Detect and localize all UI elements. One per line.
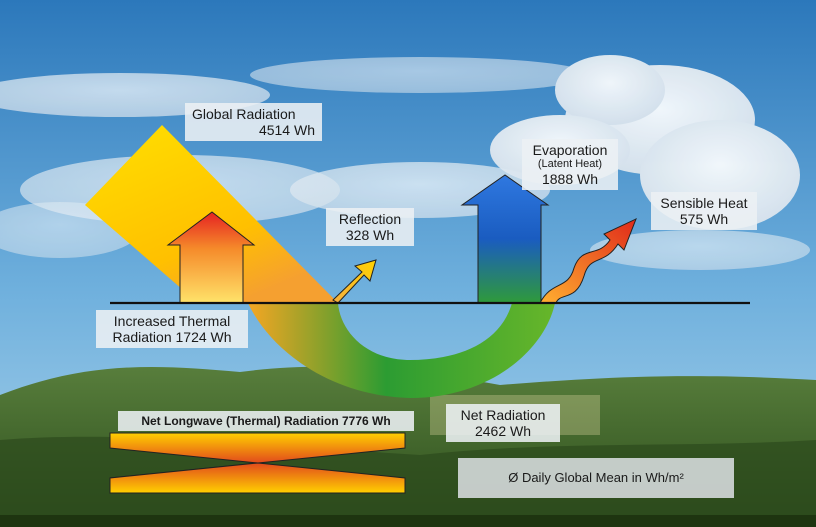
increased-thermal-label: Increased Thermal Radiation 1724 Wh — [96, 310, 248, 348]
global-radiation-value: 4514 Wh — [258, 122, 315, 138]
net-radiation-title: Net Radiation — [460, 407, 546, 423]
reflection-label: Reflection 328 Wh — [326, 208, 414, 246]
net-radiation-bowl — [248, 303, 555, 398]
net-longwave-text: Net Longwave (Thermal) Radiation 7776 Wh — [141, 414, 391, 428]
reflection-arrow — [332, 259, 377, 304]
longwave-top-wedge — [109, 432, 406, 464]
global-radiation-label: Global Radiation 4514 Wh — [185, 103, 322, 141]
increased-thermal-arrow — [166, 211, 256, 304]
increased-thermal-line1: Increased Thermal — [113, 313, 231, 329]
net-longwave-label: Net Longwave (Thermal) Radiation 7776 Wh — [118, 411, 414, 431]
sensible-heat-label: Sensible Heat 575 Wh — [651, 192, 757, 230]
evaporation-value: 1888 Wh — [541, 171, 599, 187]
evaporation-title: Evaporation — [532, 142, 608, 158]
daily-mean-label: Ø Daily Global Mean in Wh/m² — [458, 458, 734, 498]
global-radiation-title: Global Radiation — [192, 106, 296, 122]
reflection-title: Reflection — [338, 211, 402, 227]
sensible-heat-title: Sensible Heat — [660, 195, 748, 211]
sensible-heat-value: 575 Wh — [679, 211, 729, 227]
ground-strip — [0, 515, 816, 527]
net-radiation-value: 2462 Wh — [474, 423, 532, 439]
evaporation-subtitle: (Latent Heat) — [537, 158, 603, 170]
evaporation-label: Evaporation (Latent Heat) 1888 Wh — [522, 139, 618, 190]
sensible-heat-arrow — [539, 218, 637, 304]
net-radiation-label: Net Radiation 2462 Wh — [446, 404, 560, 442]
increased-thermal-line2: Radiation 1724 Wh — [112, 329, 232, 345]
evaporation-arrow — [460, 174, 550, 304]
daily-mean-text: Ø Daily Global Mean in Wh/m² — [508, 470, 684, 485]
longwave-bottom-fill — [109, 462, 406, 494]
reflection-value: 328 Wh — [345, 227, 395, 243]
